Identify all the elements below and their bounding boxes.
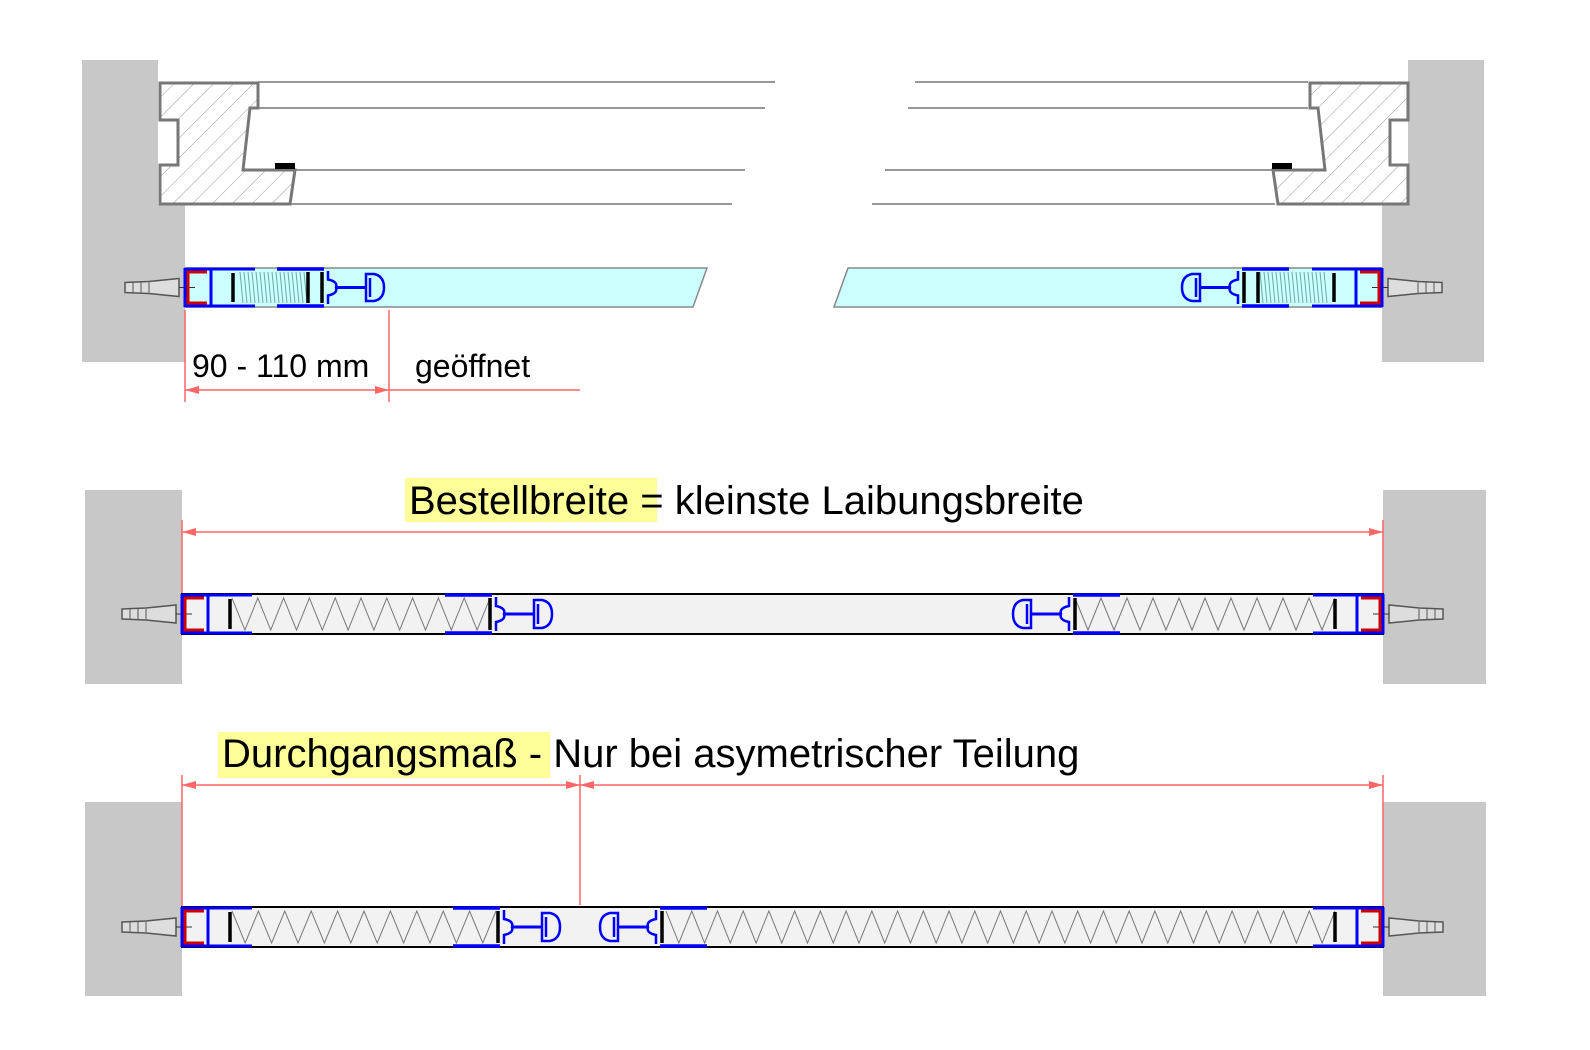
- slider-profile-flange: [1242, 267, 1289, 308]
- passage-rest: - Nur bei asymetrischer Teilung: [518, 732, 1080, 776]
- dimension-label: 90 - 110 mm: [192, 348, 369, 384]
- handle-grip-icon: [540, 911, 562, 943]
- pleat-zigzag-line: [231, 909, 497, 945]
- end-cap-profile: [1361, 596, 1382, 632]
- handle-grip-icon: [598, 911, 620, 943]
- left-profile-assembly: [124, 267, 386, 308]
- middle-section-closed: Bestellbreite = kleinste Laibungsbreite: [85, 478, 1486, 684]
- left-wall: [85, 490, 182, 684]
- dowel-body: [1388, 604, 1444, 624]
- slider-profile-flange: [445, 593, 492, 635]
- spring-coil: [1259, 271, 1328, 304]
- right-wall: [1383, 490, 1486, 684]
- order-width-highlight: Bestellbreite: [409, 479, 629, 523]
- frame-profile: [182, 593, 252, 635]
- frame-profile: [1313, 906, 1383, 948]
- state-label: geöffnet: [415, 348, 530, 384]
- top-section-open: 90 - 110 mm geöffnet: [82, 60, 1484, 402]
- end-cap-profile: [183, 909, 204, 945]
- right-window-frame: [1271, 81, 1410, 206]
- slider-profile-flange: [453, 906, 500, 948]
- right-profile-assembly: [1180, 267, 1443, 308]
- order-width-rest: = kleinste Laibungsbreite: [629, 479, 1084, 523]
- wall-dowel-icon: [1373, 917, 1444, 937]
- end-cap-profile: [1360, 270, 1381, 305]
- wall-dowel-icon: [1373, 604, 1444, 624]
- pleat-zigzag: [231, 596, 1336, 632]
- left-frame-seal: [275, 163, 295, 169]
- wall-dowel-icon: [121, 604, 192, 624]
- end-cap-profile: [183, 596, 204, 632]
- title-highlight: [405, 478, 657, 522]
- pleat-zigzag-line: [1074, 596, 1336, 632]
- dimension-passage: [181, 775, 1384, 908]
- dimension-order-width: [181, 520, 1384, 595]
- wall-dowel-icon: [124, 277, 195, 298]
- left-window-frame: [158, 81, 297, 206]
- wall-dowel-icon: [121, 917, 192, 937]
- passage-highlight: Durchgangsmaß: [222, 732, 518, 776]
- glass-lines: [258, 81, 1308, 205]
- title-highlight: [218, 732, 550, 778]
- dimension-open-width: [184, 310, 580, 402]
- dowel-body: [1387, 277, 1443, 298]
- right-frame-seal: [1272, 163, 1292, 169]
- slider-profile-flange: [660, 906, 707, 948]
- profile-assembly: [121, 593, 1444, 635]
- pleat-zigzag-line: [665, 909, 1336, 945]
- profile-assembly: [121, 906, 1444, 948]
- passage-title: Durchgangsmaß - Nur bei asymetrischer Te…: [222, 732, 1079, 776]
- pleat-zigzag: [231, 909, 1336, 945]
- dowel-body: [121, 604, 177, 624]
- right-wall: [1383, 802, 1486, 996]
- dowel-body: [124, 277, 180, 298]
- frame-profile: [185, 267, 255, 308]
- frame-profile: [1313, 593, 1383, 635]
- dowel-body: [1388, 917, 1444, 937]
- pleat-zigzag-line: [231, 596, 491, 632]
- order-width-title: Bestellbreite = kleinste Laibungsbreite: [409, 479, 1084, 523]
- end-cap-profile: [1361, 909, 1382, 945]
- handle-grip-icon: [1180, 272, 1202, 303]
- spring-coil: [239, 271, 308, 304]
- handle-grip-icon: [364, 272, 386, 303]
- frame-profile: [1312, 267, 1382, 308]
- handle-grip-icon: [1011, 598, 1033, 630]
- frame-profile: [182, 906, 252, 948]
- slider-profile-flange: [1073, 593, 1120, 635]
- left-wall: [85, 802, 182, 996]
- end-cap-profile: [186, 270, 207, 305]
- handle-grip-icon: [532, 598, 554, 630]
- bottom-section-asymmetric: Durchgangsmaß - Nur bei asymetrischer Te…: [85, 732, 1486, 996]
- dowel-body: [121, 917, 177, 937]
- slider-profile-flange: [277, 267, 324, 308]
